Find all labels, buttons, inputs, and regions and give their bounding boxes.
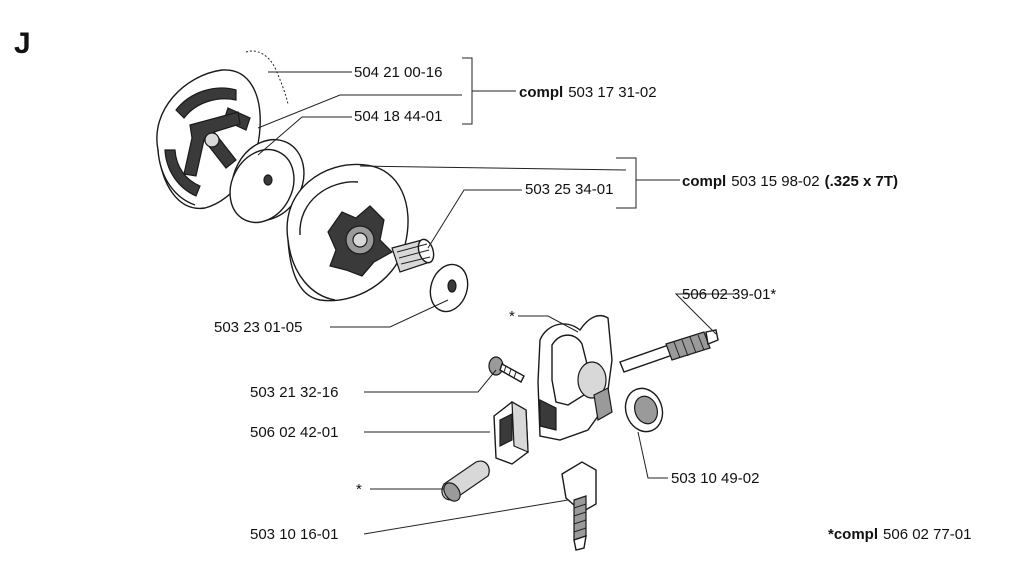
needle-bearing-drawing [391, 238, 435, 273]
drum-assembly-spec: (.325 x 7T) [825, 173, 898, 190]
label-drum-assembly: compl 503 15 98-02 (.325 x 7T) [682, 173, 898, 190]
drum-assembly-number: 503 15 98-02 [731, 173, 819, 190]
pump-seal-drawing [624, 387, 664, 433]
oil-filter-drawing [441, 460, 490, 502]
pump-shaft-drawing [619, 329, 719, 373]
pump-body-drawing [537, 314, 613, 441]
screw-drawing [488, 356, 525, 383]
label-pump-shaft: 506 02 39-01* [682, 286, 776, 303]
label-washer: 503 23 01-05 [214, 319, 302, 336]
pump-kit-number: 506 02 77-01 [883, 526, 971, 543]
drum-assembly-prefix: compl [682, 173, 726, 190]
pump-plug-drawing [493, 400, 529, 465]
section-letter: J [14, 27, 31, 60]
clutch-assembly-prefix: compl [519, 84, 563, 101]
mark-pump-body: * [509, 308, 515, 325]
leader-lines [257, 57, 736, 535]
label-pump-seal: 503 10 49-02 [671, 470, 759, 487]
oil-hose-drawing [561, 461, 597, 551]
label-spring: 504 21 00-16 [354, 64, 442, 81]
clutch-assembly-number: 503 17 31-02 [568, 84, 656, 101]
label-screw: 503 21 32-16 [250, 384, 338, 401]
clutch-drum-drawing [286, 163, 409, 302]
washer-plate-drawing [229, 138, 305, 224]
washer-drawing [429, 263, 469, 313]
spring-drawing [245, 50, 289, 105]
label-drum-bearing: 503 25 34-01 [525, 181, 613, 198]
label-pump-plug: 506 02 42-01 [250, 424, 338, 441]
label-oil-hose: 503 10 16-01 [250, 526, 338, 543]
label-pump-kit-assembly: *compl 506 02 77-01 [828, 526, 971, 543]
label-clutch-assembly: compl 503 17 31-02 [519, 84, 657, 101]
mark-filter: * [356, 481, 362, 498]
pump-kit-prefix: *compl [828, 526, 878, 543]
label-clutch-shoe: 504 18 44-01 [354, 108, 442, 125]
